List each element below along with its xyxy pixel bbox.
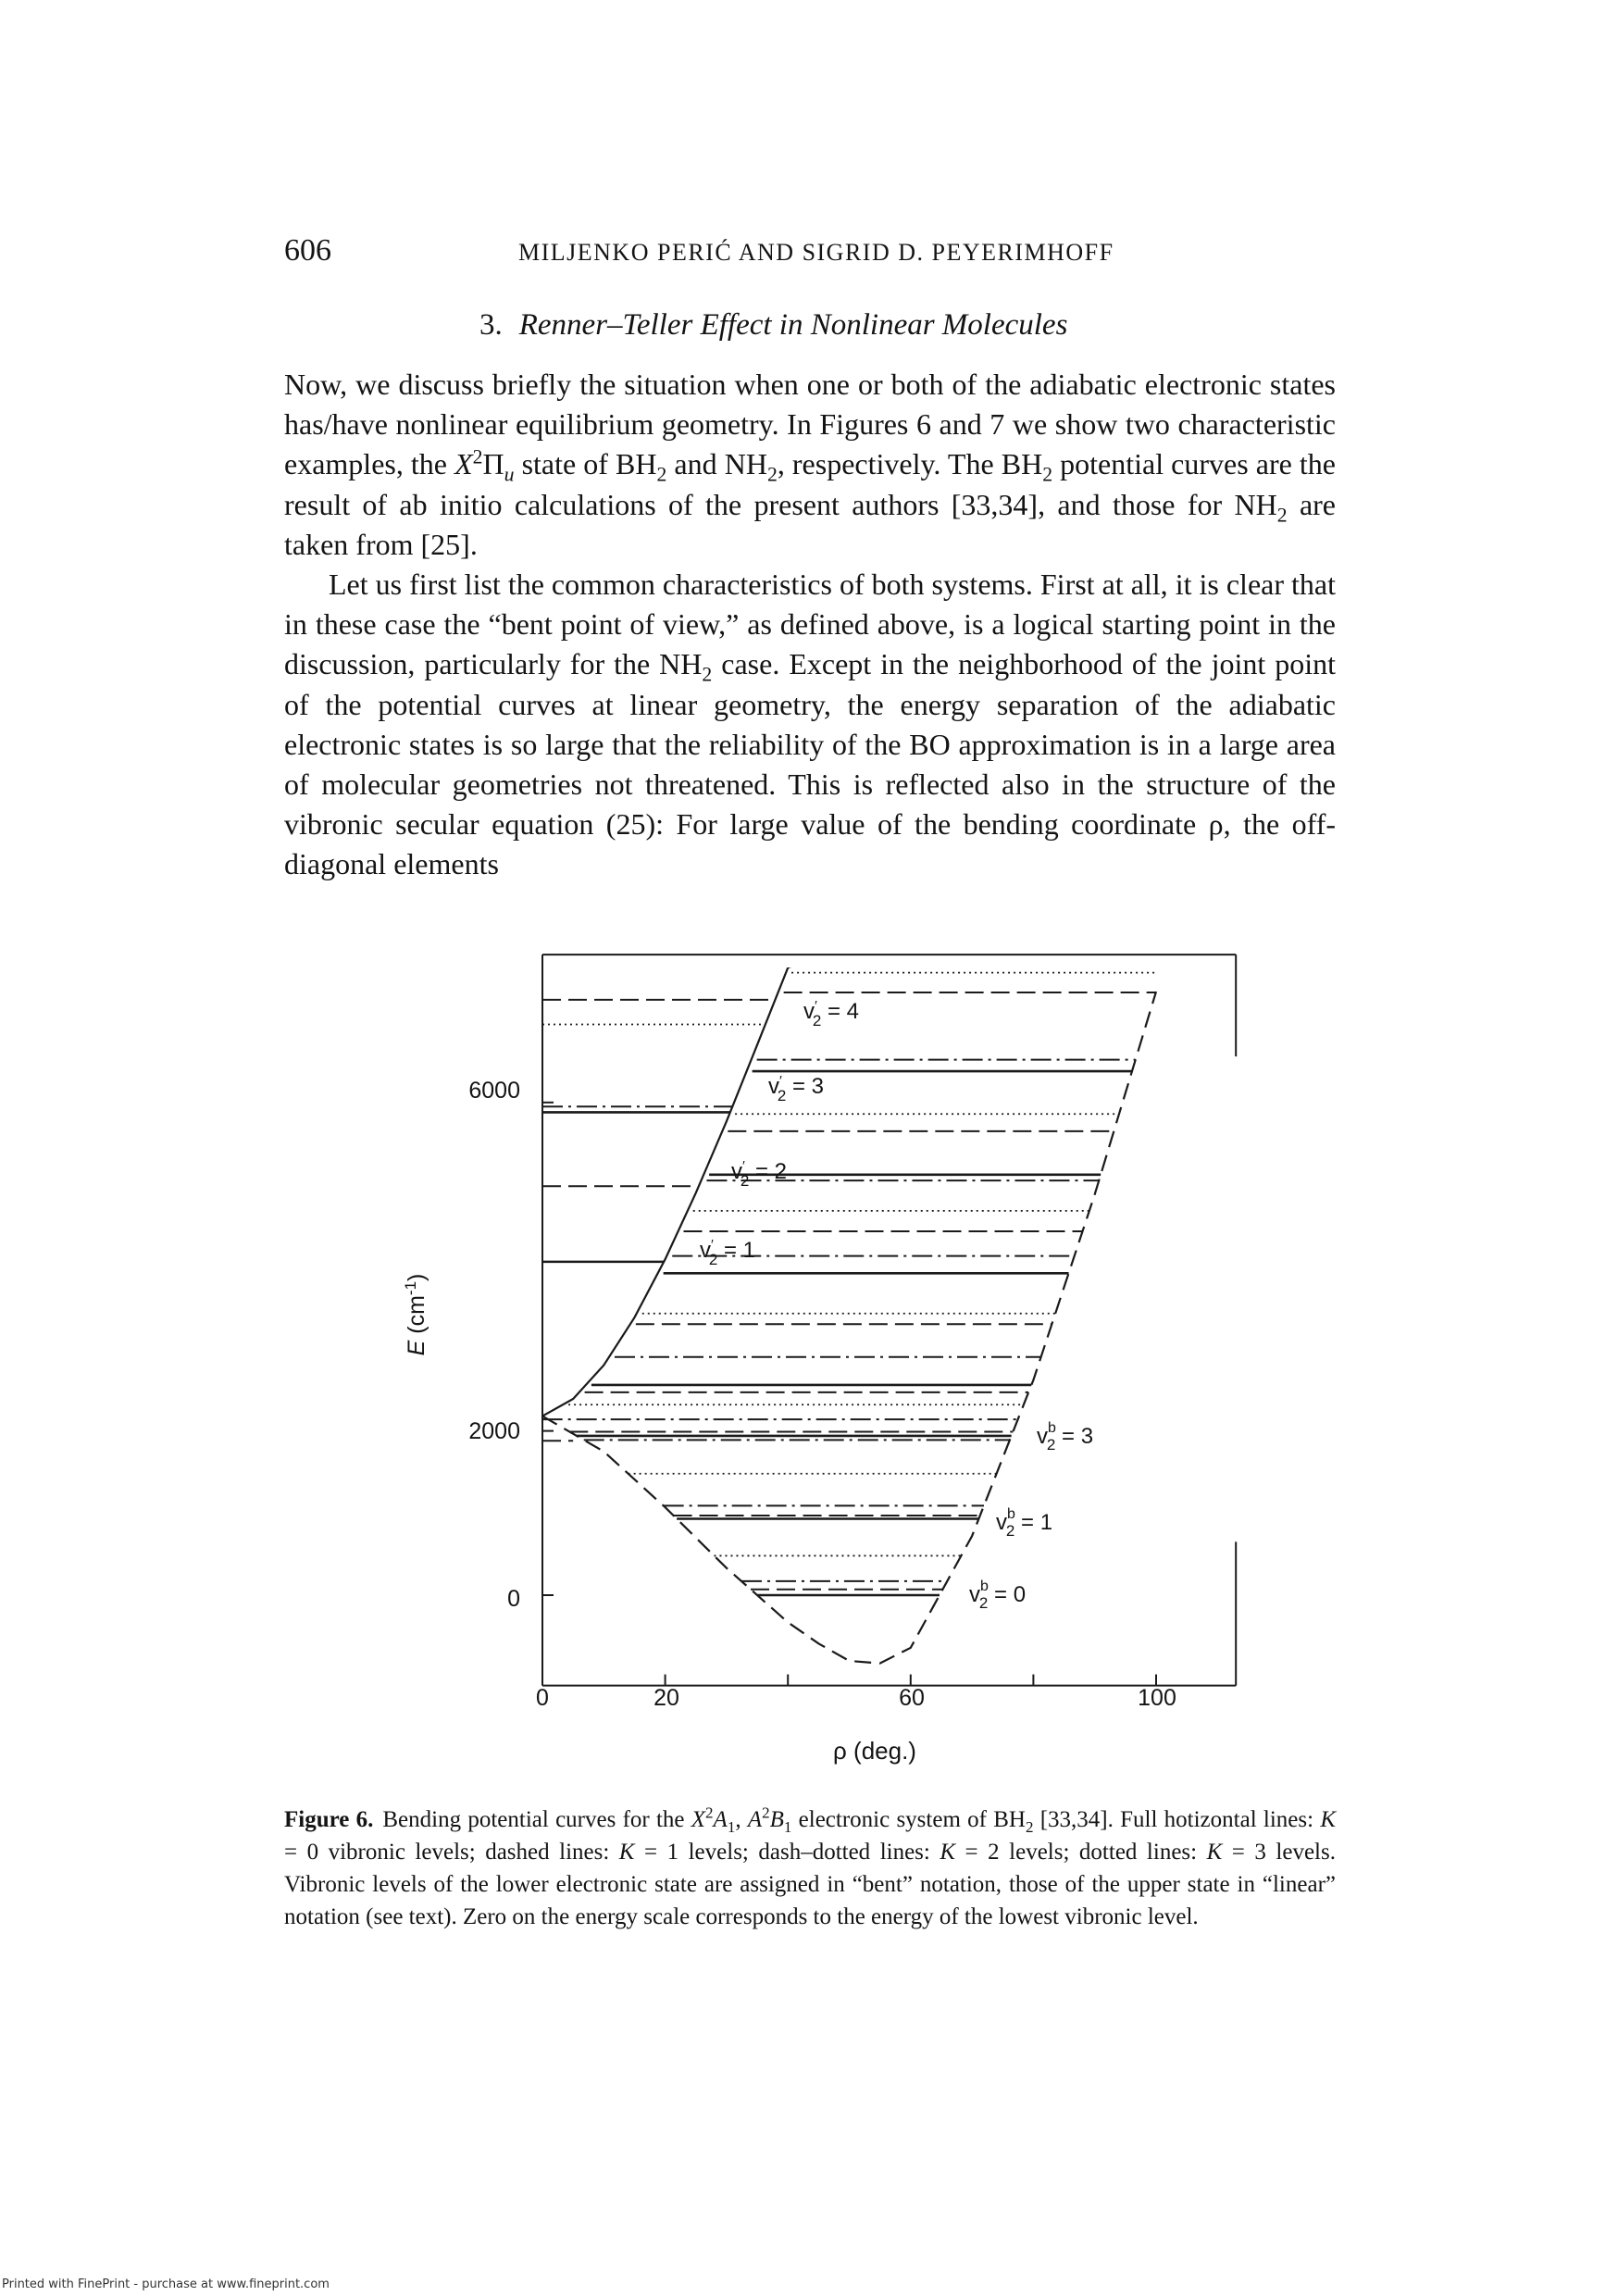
- y-tick-6000: 6000: [468, 1078, 520, 1104]
- section-title-text: Renner–Teller Effect in Nonlinear Molecu…: [518, 308, 1068, 342]
- page-number: 606: [284, 233, 331, 268]
- paragraph-1: Now, we discuss briefly the situation wh…: [284, 368, 1337, 561]
- y-tick-0: 0: [507, 1586, 520, 1612]
- figure-6: 6000 2000 0 0 20 60 100 ρ (deg.) E (cm-1…: [361, 954, 1268, 1768]
- plot-frame: [541, 954, 1238, 1687]
- x-tick-100: 100: [1138, 1685, 1176, 1711]
- y-axis-label: E (cm-1): [402, 1274, 429, 1356]
- y-tick-labels: 6000 2000 0: [468, 1078, 520, 1612]
- caption-label: Figure 6.: [284, 1807, 374, 1832]
- lower-state-curve: [541, 991, 1158, 1665]
- paragraph-2: Let us first list the common characteris…: [284, 568, 1337, 881]
- y-tick-2000: 2000: [468, 1418, 520, 1444]
- x-axis-label: ρ (deg.): [833, 1737, 916, 1765]
- figure-caption: Figure 6.Bending potential curves for th…: [284, 1803, 1336, 1929]
- axis-ticks: [542, 1101, 1157, 1686]
- potential-curves-chart: 6000 2000 0 0 20 60 100 ρ (deg.) E (cm-1…: [402, 954, 1238, 1765]
- x-tick-60: 60: [899, 1685, 925, 1711]
- x-tick-labels: 0 20 60 100: [536, 1685, 1176, 1711]
- section-number: 3.: [479, 308, 503, 342]
- x-tick-20: 20: [653, 1685, 679, 1711]
- label-v2prime-3: v′2 = 3: [768, 1073, 824, 1104]
- running-head: MILJENKO PERIĆ AND SIGRID D. PEYERIMHOFF: [518, 239, 1114, 266]
- x-tick-0: 0: [536, 1685, 549, 1711]
- label-v2prime-4: v′2 = 4: [803, 998, 859, 1029]
- potential-curves: [541, 967, 1158, 1665]
- label-v2prime-1: v′2 = 1: [700, 1237, 755, 1268]
- label-v2prime-2: v′2 = 2: [731, 1158, 787, 1190]
- section-title: 3. Renner–Teller Effect in Nonlinear Mole…: [479, 308, 1067, 343]
- print-footer: Printed with FinePrint - purchase at www…: [2, 2277, 330, 2291]
- vibronic-levels: [541, 971, 1156, 1597]
- upper-state-curve: [541, 967, 791, 1417]
